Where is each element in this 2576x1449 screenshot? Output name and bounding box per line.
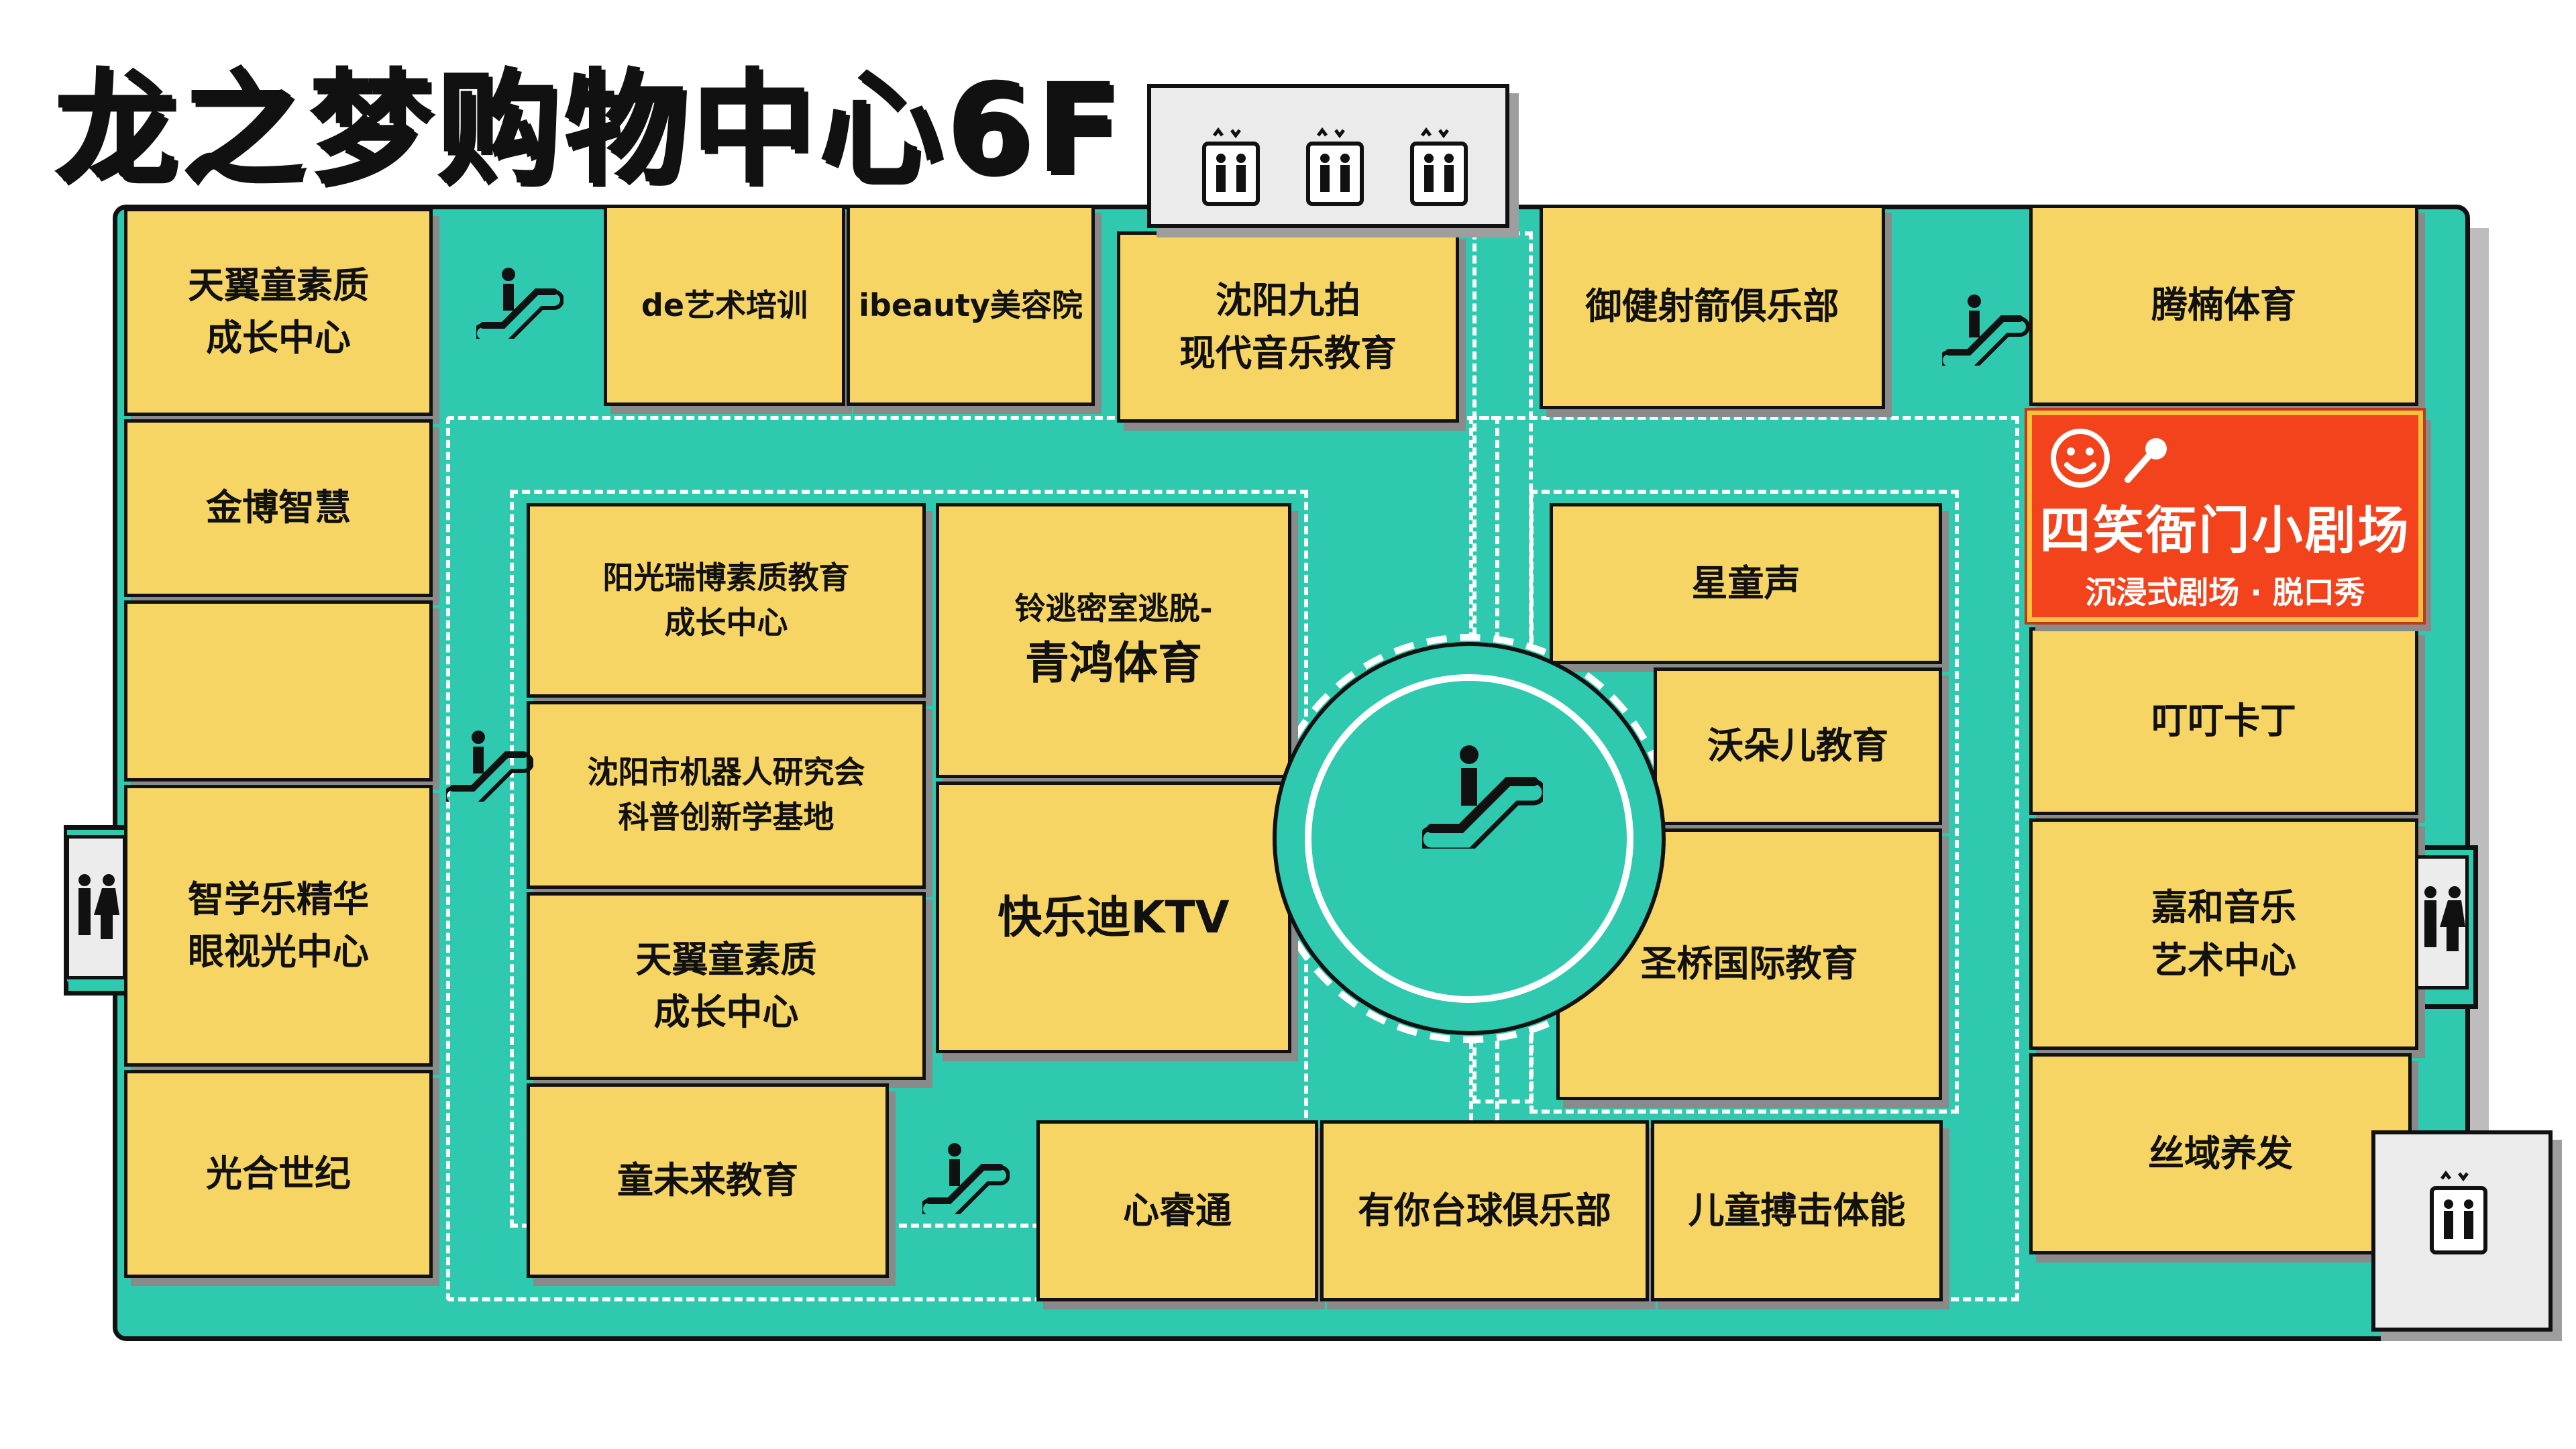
shop-xingtongsheng[interactable]: 星童声 <box>1550 503 1942 664</box>
escalator-icon[interactable] <box>476 265 564 339</box>
smile-icon <box>2051 429 2110 488</box>
elevator-icon[interactable] <box>1409 127 1469 208</box>
shop-tianyi-2[interactable]: 天翼童素质 成长中心 <box>527 892 926 1080</box>
escalator-icon[interactable] <box>922 1140 1010 1214</box>
shop-tengnan[interactable]: 腾楠体育 <box>2029 205 2418 406</box>
elevator-icon[interactable] <box>2428 1171 2489 1258</box>
shop-kuailedi-ktv[interactable]: 快乐迪KTV <box>936 782 1291 1053</box>
shop-blank[interactable] <box>124 600 433 782</box>
shop-yujian[interactable]: 御健射箭俱乐部 <box>1540 205 1885 409</box>
shop-ibeauty[interactable]: ibeauty美容院 <box>847 205 1095 406</box>
shop-robot-research[interactable]: 沈阳市机器人研究会 科普创新学基地 <box>527 701 926 889</box>
microphone-icon <box>2125 438 2167 483</box>
elevator-icon[interactable] <box>1201 127 1261 208</box>
shop-lingtao-qinghong[interactable]: 铃逃密室逃脱- 青鸿体育 <box>936 503 1291 778</box>
shop-dingding[interactable]: 叮叮卡丁 <box>2029 627 2418 815</box>
shop-de-art[interactable]: de艺术培训 <box>604 205 845 406</box>
escalator-icon[interactable] <box>1942 292 2029 366</box>
shop-guanghe[interactable]: 光合世纪 <box>124 1070 433 1278</box>
shop-jiahe[interactable]: 嘉和音乐 艺术中心 <box>2029 818 2418 1050</box>
shop-yangguang-ruibo[interactable]: 阳光瑞博素质教育 成长中心 <box>527 503 926 698</box>
escalator-icon[interactable] <box>446 728 533 802</box>
shop-woduoer[interactable]: 沃朵儿教育 <box>1654 667 1942 825</box>
atrium-overlay <box>1273 642 1666 1035</box>
shop-zhixuele[interactable]: 智学乐精华 眼视光中心 <box>124 785 433 1067</box>
shop-siyu[interactable]: 丝域养发 <box>2029 1053 2412 1254</box>
featured-name: 四笑衙门小剧场 <box>2039 500 2411 560</box>
elevator-icon[interactable] <box>1305 127 1365 208</box>
shop-youni-billiards[interactable]: 有你台球俱乐部 <box>1320 1120 1649 1301</box>
restroom-icon[interactable] <box>2418 884 2467 958</box>
shop-children-combat[interactable]: 儿童搏击体能 <box>1651 1120 1943 1301</box>
shop-jinbo[interactable]: 金博智慧 <box>124 419 433 597</box>
shop-xinruitong[interactable]: 心睿通 <box>1036 1120 1318 1301</box>
featured-subtitle: 沉浸式剧场 · 脱口秀 <box>2085 574 2365 610</box>
elevator-bank-bottom-right[interactable] <box>2371 1130 2553 1332</box>
escalator-icon[interactable] <box>1422 741 1543 849</box>
map-title: 龙之梦购物中心6F <box>52 55 1124 203</box>
shop-tianyi-1[interactable]: 天翼童素质 成长中心 <box>124 208 433 416</box>
shop-tongweilai[interactable]: 童未来教育 <box>527 1083 889 1278</box>
shop-sixiao-theater[interactable]: 四笑衙门小剧场 沉浸式剧场 · 脱口秀 <box>2027 411 2423 622</box>
restroom-icon[interactable] <box>72 872 121 946</box>
shop-jiupai[interactable]: 沈阳九拍 现代音乐教育 <box>1117 231 1459 423</box>
